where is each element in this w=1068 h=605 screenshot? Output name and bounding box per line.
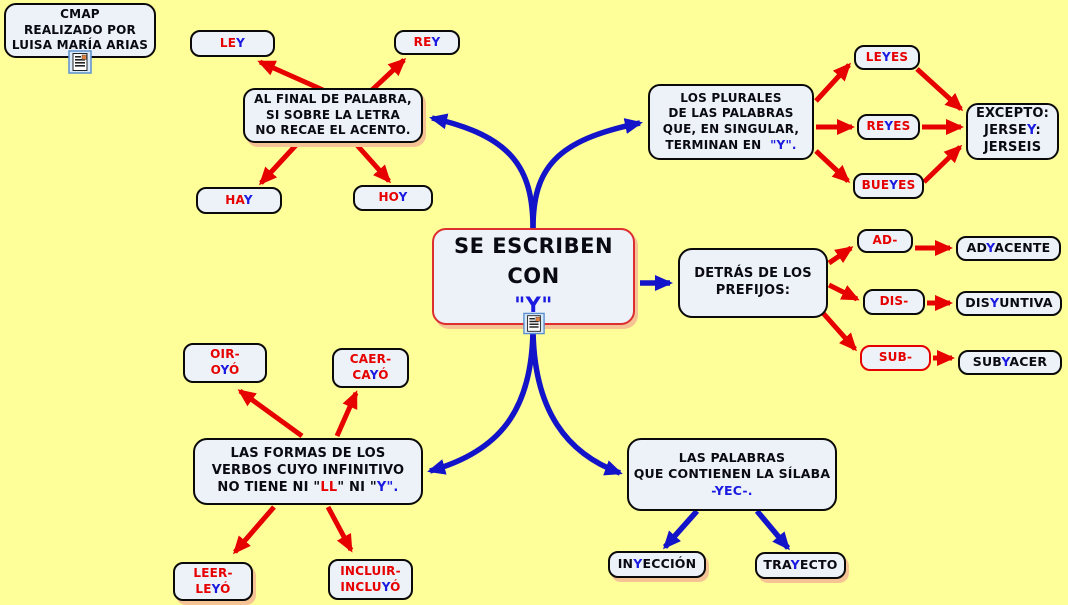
arrow-prefijos-to-sub <box>821 311 857 352</box>
node-adyacente[interactable]: ADYACENTE <box>956 236 1061 261</box>
node-subyacer[interactable]: SUBYACER <box>958 350 1062 375</box>
node-disyuntiva[interactable]: DISYUNTIVA <box>956 291 1062 316</box>
node-sub-label: SUB- <box>878 350 913 365</box>
node-trayecto[interactable]: TRAYECTO <box>755 552 846 579</box>
node-bueyes-label: BUEYES <box>861 178 916 193</box>
node-reyes-label: REYES <box>866 119 911 134</box>
arrow-center-to-palabras <box>530 325 623 476</box>
node-inyeccion[interactable]: INYECCIÓN <box>608 551 706 578</box>
node-hay[interactable]: HAY <box>196 187 282 214</box>
arrow-center-to-formas <box>427 325 536 475</box>
arrow-plurales-to-bueyes <box>814 149 851 184</box>
arrow-final-to-hoy <box>354 142 391 184</box>
node-leyes[interactable]: LEYES <box>854 45 920 70</box>
node-incluir-incluyo[interactable]: INCLUIR-INCLUYÓ <box>328 559 413 600</box>
node-hoy[interactable]: HOY <box>353 185 433 211</box>
arrow-final-to-ley <box>257 59 325 93</box>
node-hoy-label: HOY <box>378 190 408 205</box>
node-subyacer-label: SUBYACER <box>972 354 1048 370</box>
node-leer-label: LEER-LEYÓ <box>193 565 233 596</box>
node-oir-label: OIR-OYÓ <box>210 347 240 377</box>
node-trayecto-label: TRAYECTO <box>763 557 838 573</box>
arrow-formas-to-oir <box>237 388 304 439</box>
node-leer-leyo[interactable]: LEER-LEYÓ <box>173 562 253 601</box>
node-reyes[interactable]: REYES <box>857 114 920 140</box>
node-disyuntiva-label: DISYUNTIVA <box>965 295 1053 311</box>
node-excepto[interactable]: EXCEPTO:JERSEY:JERSEIS <box>966 103 1059 160</box>
arrow-center-to-plurales <box>530 118 643 230</box>
node-excepto-label: EXCEPTO:JERSEY:JERSEIS <box>975 106 1050 155</box>
node-oir-oyo[interactable]: OIR-OYÓ <box>183 343 267 383</box>
arrow-palabras-to-trayecto <box>754 509 791 551</box>
arrow-formas-to-caer <box>334 390 359 438</box>
node-ley-label: LEY <box>219 35 246 50</box>
document-resource-icon[interactable] <box>523 312 545 335</box>
arrow-final-to-hay <box>258 142 299 186</box>
node-hay-label: HAY <box>225 192 253 207</box>
arrow-prefijos-to-ad <box>827 245 854 266</box>
arrow-bueyes-to-excepto <box>922 144 963 184</box>
node-sub[interactable]: SUB- <box>860 345 931 371</box>
node-caer-cayo[interactable]: CAER-CAYÓ <box>332 348 409 388</box>
node-ad-label: AD- <box>872 233 898 248</box>
node-ad[interactable]: AD- <box>857 229 913 253</box>
node-leyes-label: LEYES <box>865 49 909 64</box>
node-dis-label: DIS- <box>879 294 909 309</box>
arrow-center-to-final <box>429 113 536 230</box>
document-resource-icon[interactable] <box>68 50 92 74</box>
node-ley[interactable]: LEY <box>190 30 275 57</box>
node-inyeccion-label: INYECCIÓN <box>617 556 697 572</box>
node-incluir-label: INCLUIR-INCLUYÓ <box>340 563 401 594</box>
arrow-final-to-rey <box>370 57 407 92</box>
arrow-plurales-to-leyes <box>814 62 852 103</box>
arrow-leyes-to-excepto <box>915 67 964 112</box>
node-rey-label: REY <box>413 34 441 49</box>
arrow-formas-to-incluir <box>325 505 354 553</box>
node-rey[interactable]: REY <box>394 30 460 55</box>
arrow-formas-to-leer <box>233 505 276 555</box>
arrow-prefijos-to-dis <box>827 282 860 302</box>
node-dis[interactable]: DIS- <box>863 289 925 315</box>
node-adyacente-label: ADYACENTE <box>966 240 1051 256</box>
node-bueyes[interactable]: BUEYES <box>853 173 924 199</box>
node-caer-label: CAER-CAYÓ <box>349 352 392 382</box>
arrow-palabras-to-inyeccion <box>662 509 700 550</box>
